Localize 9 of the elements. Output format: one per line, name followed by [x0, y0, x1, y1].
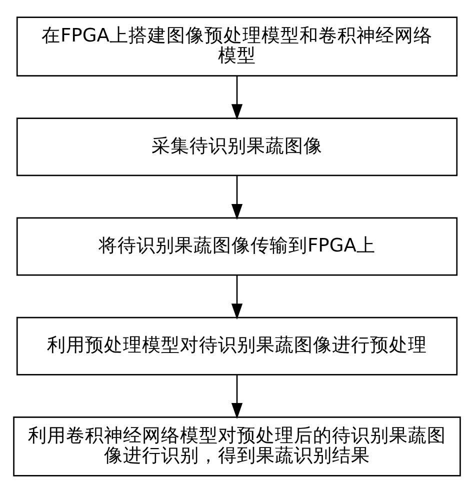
node-box: 在FPGA上搭建图像预处理模型和卷积神经网络模型	[16, 16, 458, 76]
node-box: 利用卷积神经网络模型对预处理后的待识别果蔬图像进行识别，得到果蔬识别结果	[13, 416, 461, 476]
node-box: 采集待识别果蔬图像	[16, 118, 458, 176]
arrow	[231, 76, 243, 120]
arrow	[231, 176, 243, 220]
arrow	[231, 275, 243, 320]
node-box: 将待识别果蔬图像传输到FPGA上	[16, 217, 458, 276]
arrow	[231, 375, 243, 420]
node-box: 利用预处理模型对待识别果蔬图像进行预处理	[16, 316, 458, 376]
